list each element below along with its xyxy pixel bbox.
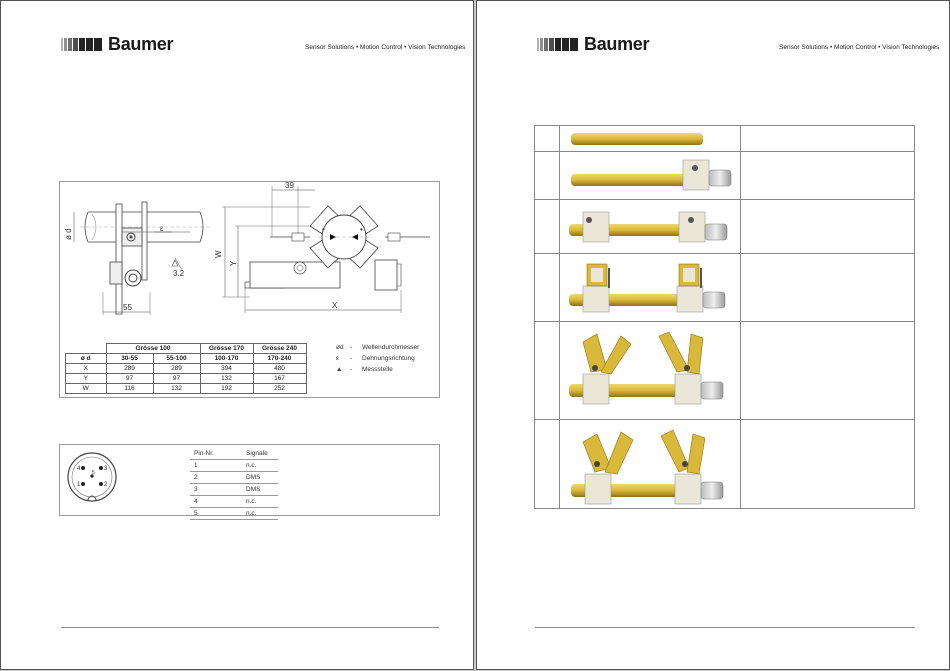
dim-39-label: 39 [285, 182, 294, 190]
table-header-cell: 55-100 [152, 353, 201, 364]
table-cell: 97 [105, 373, 154, 384]
table-cell: 289 [105, 363, 154, 374]
tube-with-vblocks-assembled-image [571, 429, 724, 505]
dim-x-label: X [332, 301, 338, 310]
footer-rule [61, 627, 439, 628]
table-row: Y 97 97 132 167 [65, 373, 307, 384]
svg-text:2: 2 [104, 482, 108, 488]
brand-name: Baumer [584, 34, 650, 54]
table-cell: W [65, 383, 107, 394]
tube-with-block-image [571, 159, 732, 191]
table-cell: 394 [199, 363, 254, 374]
dim-w-label: W [214, 250, 223, 258]
table-cell: 132 [152, 383, 201, 394]
assembly-step-6 [535, 420, 914, 508]
dim-y-label: Y [229, 260, 238, 266]
table-cell: 167 [252, 373, 307, 384]
table-row: W 116 132 192 252 [65, 383, 307, 394]
table-cell: 116 [105, 383, 154, 394]
footer-rule [535, 627, 915, 628]
table-cell: 252 [252, 383, 307, 394]
table-header-cell: 100-170 [199, 353, 254, 364]
dimensions-table: Grösse 100 Grösse 170 Grösse 240 ø d 30-… [65, 343, 307, 394]
table-cell: 480 [252, 363, 307, 374]
table-row: X 289 289 394 480 [65, 363, 307, 374]
table-cell: 97 [152, 373, 201, 384]
dim-55-label: 55 [123, 303, 132, 312]
svg-text:3: 3 [104, 466, 108, 472]
svg-text:•: • [322, 225, 325, 234]
svg-text:1: 1 [77, 482, 81, 488]
table-cell: 289 [152, 363, 201, 374]
assembly-step-1 [535, 126, 914, 152]
table-cell: X [65, 363, 107, 374]
brand-tagline: Sensor Solutions • Motion Control • Visi… [305, 44, 466, 51]
legend-item: ε-Dehnungsrichtung [336, 355, 415, 362]
group-header: Grösse 240 [252, 343, 307, 354]
table-cell: 192 [199, 383, 254, 394]
table-header-cell: 170-240 [252, 353, 307, 364]
assembly-step-4 [535, 254, 914, 322]
assembly-step-5 [535, 322, 914, 420]
table-cell: 132 [199, 373, 254, 384]
svg-text:4: 4 [77, 466, 81, 472]
tube-with-mounts-image [569, 263, 726, 313]
tube-with-open-vblocks-image [569, 331, 724, 405]
tube-with-two-blocks-image [569, 211, 728, 243]
assembly-step-2 [535, 152, 914, 200]
dim-od-label: ø d [64, 228, 73, 240]
assembly-steps-table [534, 125, 915, 509]
group-header: Grösse 170 [199, 343, 254, 354]
table-cell: Y [65, 373, 107, 384]
dim-3-2-label: 3.2 [173, 269, 185, 278]
legend-item: ød-Wellendurchmesser [336, 344, 420, 351]
epsilon-label: ε [160, 224, 164, 233]
table-header-cell: Signale [242, 448, 278, 460]
baumer-logo-mark-icon [537, 38, 578, 51]
brand-tagline: Sensor Solutions • Motion Control • Visi… [779, 44, 940, 51]
baumer-logo-mark-icon [61, 38, 102, 51]
baumer-logo: Baumer [537, 34, 650, 55]
left-page: Baumer Sensor Solutions • Motion Control… [0, 0, 474, 670]
brand-name: Baumer [108, 34, 174, 54]
table-header-cell: 30-55 [105, 353, 154, 364]
right-page: Baumer Sensor Solutions • Motion Control… [476, 0, 950, 670]
legend-item: ▲-Messstelle [336, 366, 393, 373]
table-header-cell: ø d [65, 353, 107, 364]
svg-text:•: • [360, 225, 363, 234]
assembly-step-3 [535, 200, 914, 254]
connector-plug-icon: 4 5 3 1 2 [67, 452, 117, 502]
dimension-drawing-svg: 3.2 ε ø d 55 [64, 182, 430, 315]
group-header: Grösse 100 [105, 343, 201, 354]
tube-image [571, 133, 703, 145]
dimension-drawing: 3.2 ε ø d 55 [59, 181, 440, 398]
baumer-logo: Baumer [61, 34, 174, 55]
table-header-cell: Pin-Nr. [190, 448, 242, 460]
svg-text:5: 5 [92, 470, 95, 476]
